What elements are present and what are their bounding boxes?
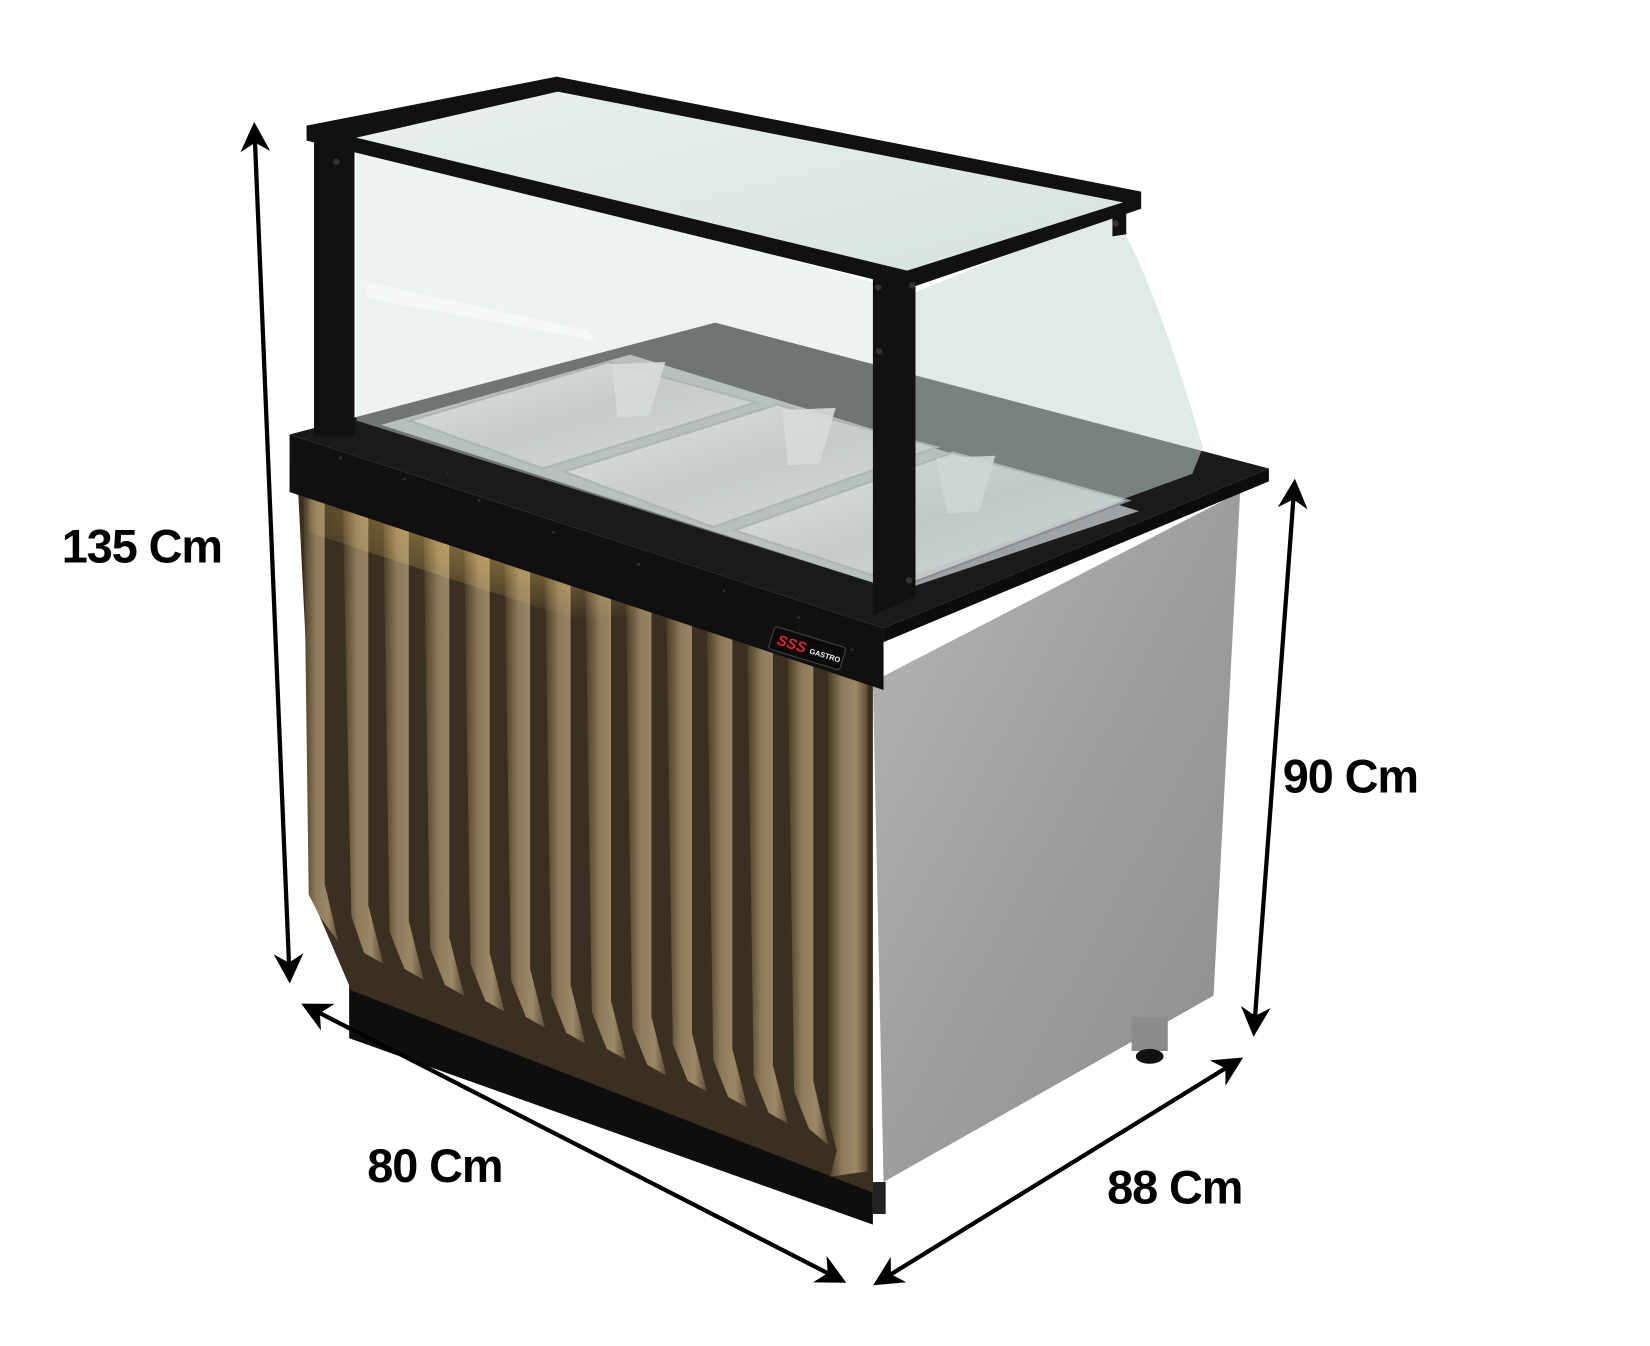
label-depth: 88 Cm	[1107, 1161, 1242, 1213]
pan-1	[406, 360, 760, 470]
arrow-counter-height	[1240, 478, 1308, 1037]
brand-logo: SSS GASTRO	[768, 626, 846, 671]
sneeze-guard-frame	[306, 76, 1142, 616]
arrow-depth	[873, 1057, 1244, 1286]
cabinet-leg	[1131, 1016, 1168, 1064]
label-width: 80 Cm	[367, 1140, 502, 1192]
arrow-total-height	[240, 121, 304, 984]
sneeze-guard-glass	[356, 87, 1203, 592]
dimension-arrows	[240, 121, 1308, 1286]
label-counter-height: 90 Cm	[1283, 750, 1418, 802]
arrow-width	[301, 1003, 847, 1283]
label-total-height: 135 Cm	[62, 520, 222, 572]
